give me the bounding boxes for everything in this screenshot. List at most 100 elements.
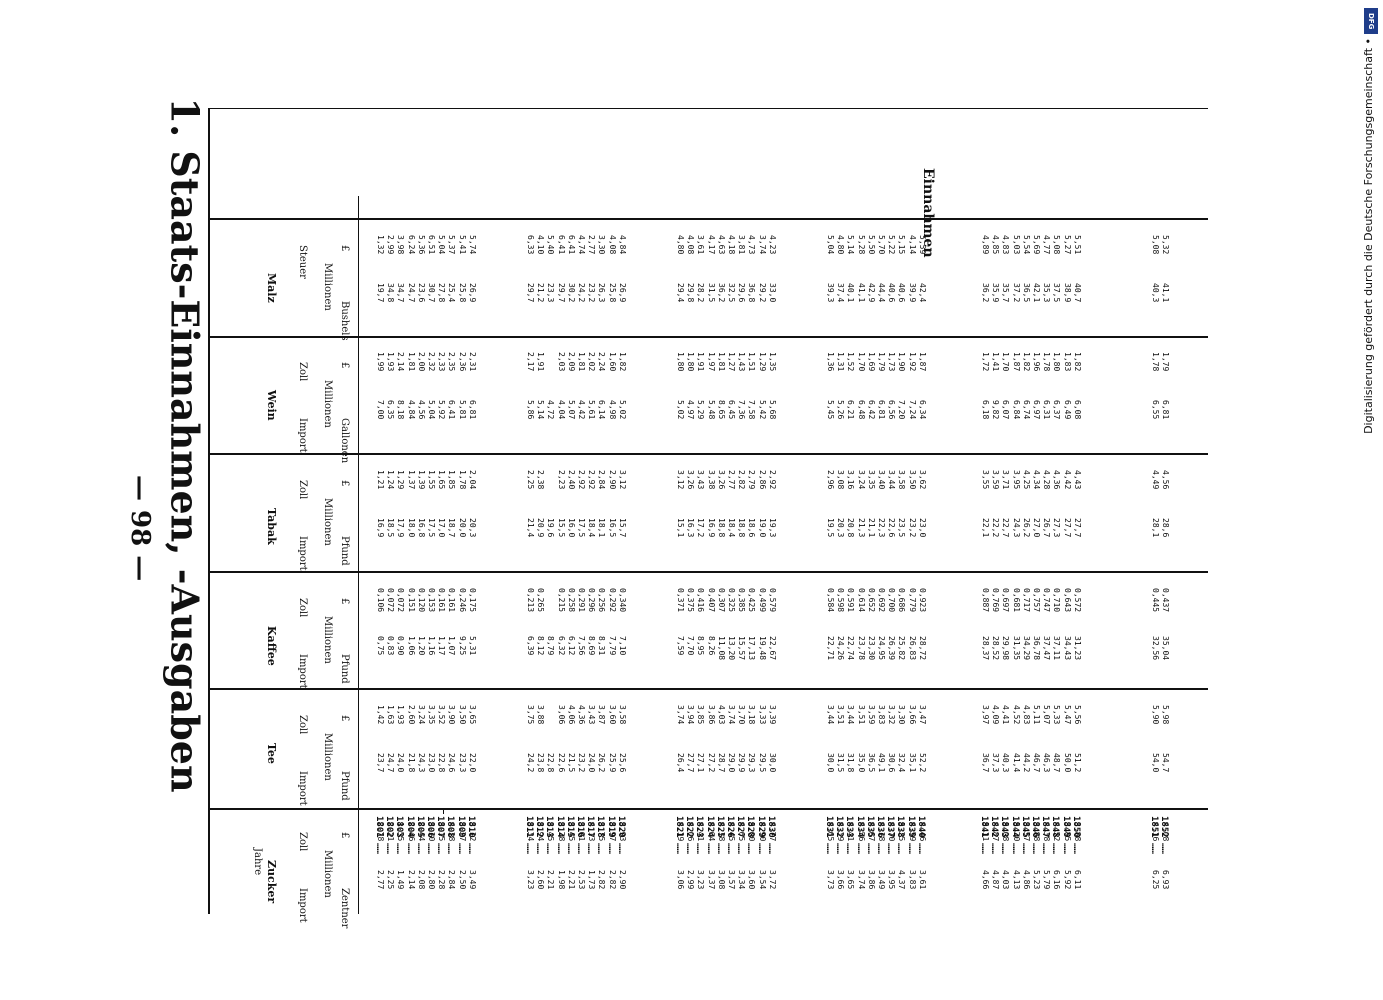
table-bottom-rule	[443, 808, 444, 814]
value-cell: 16,8	[416, 518, 426, 538]
value-cell: 5,04	[826, 235, 835, 255]
value-cell: 6,37	[1052, 400, 1062, 420]
value-cell: 3,97	[981, 705, 990, 725]
value-cell: 25,82	[897, 636, 907, 661]
value-cell: 4,23	[767, 235, 777, 255]
value-cell: 3,35	[427, 705, 436, 725]
value-cell: 4,59	[907, 822, 917, 842]
value-cell: 5,14	[846, 235, 856, 255]
value-cell: 54,7	[1161, 753, 1171, 773]
value-cell: 27,7	[686, 753, 696, 773]
value-cell: 3,51	[836, 705, 846, 725]
value-cell: 18,0	[406, 518, 416, 538]
value-cell: 36,7	[981, 753, 990, 773]
value-cell: 3,12	[676, 470, 685, 490]
value-cell: 40,6	[897, 283, 907, 303]
value-cell: 4,73	[747, 235, 757, 255]
value-cell: 2,21	[386, 822, 396, 842]
value-cell: 34,29	[1021, 636, 1031, 661]
value-cell: 6,81	[1161, 400, 1171, 420]
col-unit-a-3: Pfund	[339, 536, 350, 566]
value-cell: 0,591	[846, 588, 856, 613]
value-cell: 4,77	[1042, 235, 1052, 255]
value-cell: 15,7	[617, 518, 627, 538]
value-cell: 2,09	[566, 352, 576, 372]
value-cell: 18,1	[597, 518, 607, 538]
value-cell: 1,27	[727, 352, 736, 372]
value-cell: 23,7	[376, 753, 385, 773]
value-cell: 4,98	[607, 400, 617, 420]
col-unit-a-5: Bushels	[339, 301, 350, 341]
value-cell: 2,60	[536, 870, 546, 890]
value-cell: 3,50	[457, 705, 467, 725]
value-cell: 0,371	[676, 588, 685, 613]
value-cell: 3,86	[706, 705, 716, 725]
value-cell: 22,3	[877, 518, 886, 538]
value-cell: 3,39	[767, 705, 777, 725]
value-cell: 0,416	[696, 588, 706, 613]
value-cell: 2,99	[686, 870, 696, 890]
value-cell: 35,3	[1042, 283, 1052, 303]
value-cell: 8,26	[706, 636, 716, 656]
group-name-5: Malz	[265, 273, 278, 303]
value-cell: 41,1	[1161, 283, 1171, 303]
value-cell: 7,20	[897, 400, 907, 420]
group-separator	[208, 808, 1208, 810]
value-cell: 1,17	[437, 636, 447, 656]
value-cell: 21,4	[526, 518, 535, 538]
value-cell: 3,06	[556, 705, 566, 725]
value-cell: 22,67	[767, 636, 777, 661]
value-cell: 1,92	[907, 352, 917, 372]
value-cell: 4,36	[1052, 470, 1062, 490]
value-cell: 25,8	[457, 283, 467, 303]
value-cell: 20,9	[536, 518, 546, 538]
value-cell: 42,4	[917, 283, 927, 303]
value-cell: 36,78	[1032, 636, 1041, 661]
value-cell: 44,4	[877, 283, 886, 303]
value-cell: 24,2	[526, 753, 535, 773]
value-cell: 3,33	[757, 705, 767, 725]
value-cell: 0,072	[386, 588, 396, 613]
value-cell: 2,77	[376, 870, 385, 890]
value-cell: 29,6	[737, 283, 747, 303]
group-separator	[208, 336, 1208, 338]
value-cell: 31,23	[1072, 636, 1082, 661]
value-cell: 5,22	[887, 235, 897, 255]
value-cell: 3,15	[437, 822, 447, 842]
value-cell: 4,08	[686, 235, 696, 255]
value-cell: 3,37	[706, 870, 716, 890]
value-cell: 6,49	[1062, 400, 1072, 420]
value-cell: 5,25	[897, 822, 907, 842]
value-cell: 4,70	[887, 822, 897, 842]
group-name-4: Wein	[265, 390, 278, 421]
value-cell: 0,340	[617, 588, 627, 613]
value-cell: 29,3	[747, 753, 757, 773]
value-cell: 44,2	[1021, 753, 1031, 773]
value-cell: 3,26	[716, 470, 726, 490]
value-cell: 1,21	[376, 470, 385, 490]
col-unit-b-2: £	[339, 598, 350, 605]
value-cell: 23,78	[856, 636, 866, 661]
value-cell: 1,80	[1052, 352, 1062, 372]
value-cell: 3,73	[826, 870, 835, 890]
table-top-rule	[208, 108, 210, 914]
value-cell: 1,80	[686, 352, 696, 372]
value-cell: 3,43	[696, 470, 706, 490]
value-cell: 1,31	[836, 352, 846, 372]
value-cell: 3,16	[846, 470, 856, 490]
value-cell: 2,25	[386, 870, 396, 890]
value-cell: 42,1	[1032, 283, 1041, 303]
value-cell: 3,90	[447, 705, 457, 725]
value-cell: 29,5	[757, 753, 767, 773]
value-cell: 4,77	[767, 822, 777, 842]
value-cell: 0,584	[826, 588, 835, 613]
value-cell: 28,72	[917, 636, 927, 661]
col-sub-b-0: Zoll	[297, 832, 308, 852]
value-cell: 40,3	[1001, 753, 1011, 773]
value-cell: 31,5	[836, 753, 846, 773]
value-cell: 0,292	[607, 588, 617, 613]
value-cell: 0,215	[556, 588, 566, 613]
value-cell: 31,8	[846, 753, 856, 773]
col-sub-b-3: Zoll	[297, 480, 308, 500]
value-cell: 22,0	[467, 753, 477, 773]
